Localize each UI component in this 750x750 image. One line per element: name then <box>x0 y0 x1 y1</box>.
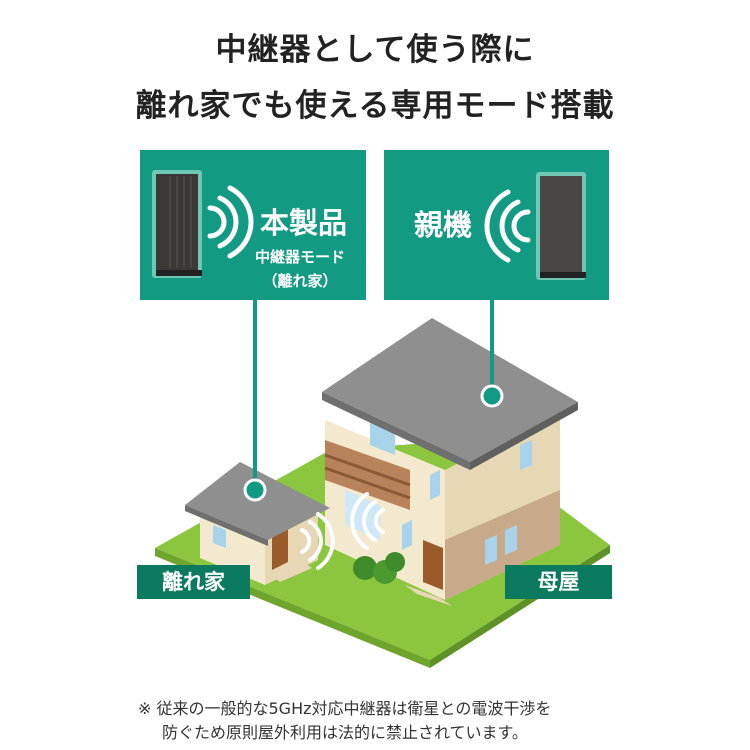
parent-router-box: 親機 <box>384 150 609 300</box>
product-title: 本製品 <box>260 206 348 240</box>
wifi-signal-icon <box>484 189 531 263</box>
footnote-line-1: ※ 従来の一般的な5GHz対応中継器は衛星との電波干渉を <box>138 699 552 718</box>
footnote-line-2: 防ぐため原則屋外利用は法的に禁止されています。 <box>162 723 528 742</box>
footnote: ※ 従来の一般的な5GHz対応中継器は衛星との電波干渉を 防ぐため原則屋外利用は… <box>138 697 551 745</box>
main-house-label: 母屋 <box>505 565 612 599</box>
headline-line-1: 中継器として使う際に <box>215 32 535 68</box>
main-house-pointer-dot <box>480 384 504 408</box>
repeater-mode-label: 中継器モード <box>254 248 345 266</box>
wifi-signal-icon <box>300 492 385 570</box>
main-house-roof <box>322 318 578 462</box>
annex-label: 離れ家 <box>137 565 250 599</box>
annex-location-label: （離れ家） <box>262 272 338 290</box>
router-device-icon <box>152 170 254 278</box>
parent-router-title: 親機 <box>414 208 473 242</box>
router-device-icon <box>484 172 586 280</box>
wifi-signal-icon <box>207 185 254 259</box>
product-box: 本製品 中継器モード （離れ家） <box>140 150 366 300</box>
headline-line-2: 離れ家でも使える専用モード搭載 <box>135 88 615 124</box>
annex-pointer-dot <box>243 478 267 502</box>
